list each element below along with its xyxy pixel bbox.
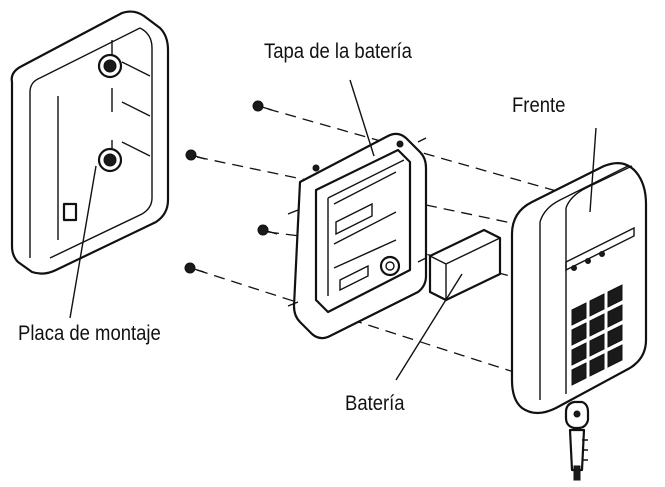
screws [184,100,278,274]
leader-lines [69,79,597,381]
mounting-plate [10,10,170,275]
label-battery: Batería [345,392,405,415]
leader-front [589,127,597,213]
battery-cover [287,132,428,340]
battery [428,228,502,302]
leader-battery-cover [349,79,375,157]
screw-1 [252,100,273,112]
leader-battery [395,273,463,381]
label-front: Frente [512,94,566,117]
alignment-line-4 [196,269,546,383]
screw-3 [257,224,278,236]
key-icon [564,400,590,481]
front-housing [510,161,648,481]
screw-4 [184,262,205,274]
label-mounting-plate: Placa de montaje [18,322,161,345]
label-battery-cover: Tapa de la batería [264,40,412,63]
screw-2 [185,149,206,161]
alignment-line-2 [196,156,546,231]
leader-mounting-plate [69,165,97,319]
keypad [571,284,623,386]
